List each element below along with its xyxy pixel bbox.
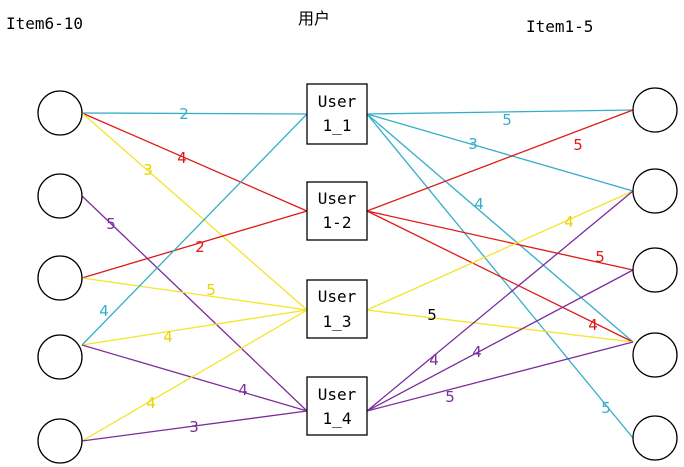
left-item-node [37,255,83,301]
edge-l3-u2 [81,210,308,279]
user-box-3: User 1_3 [306,279,368,339]
edge-l5-u4 [81,410,308,442]
user-label-line1: User [318,92,357,111]
edge-weight-label: 5 [445,388,455,406]
edge-weight-label: 5 [573,136,583,154]
edge-u3-r4 [366,309,634,343]
edges-layer [81,109,634,442]
edge-weight-label: 4 [429,351,439,369]
edge-l4-u1 [81,113,308,346]
edge-u4-r3 [366,269,634,412]
header-left: Item6-10 [6,14,83,33]
edge-weight-label: 4 [177,149,187,167]
edge-u3-r2 [366,190,634,311]
edge-l5-u3 [81,309,308,442]
edge-l1-u2 [81,112,308,212]
user-label-line1: User [318,385,357,404]
edge-u2-r1 [366,109,634,212]
edge-u4-r4 [366,341,634,412]
weights-layer: 2 4 3 5 2 5 4 4 4 4 3 5 3 4 5 5 5 4 4 5 4 4 5 [99,105,611,436]
user-label-line2: 1_3 [323,312,352,331]
edge-u1-r1 [366,109,634,115]
right-item-node [632,415,678,461]
user-box-4: User 1_4 [306,376,368,436]
user-label-line2: 1_4 [323,409,352,428]
user-label-line2: 1-2 [323,213,352,232]
edge-weight-label: 5 [106,215,116,233]
left-item-node [37,90,83,136]
edge-l3-u3 [81,277,308,311]
user-label-line1: User [318,189,357,208]
edge-weight-label: 3 [143,161,153,179]
edge-weight-label: 3 [189,418,199,436]
user-box [306,279,368,339]
user-box-1: User 1_1 [306,83,368,145]
edge-weight-label: 5 [206,281,216,299]
edge-u4-r2 [366,190,634,412]
left-items [37,90,83,464]
user-box-2: User 1-2 [306,181,368,241]
user-box [306,83,368,145]
edge-u2-r4 [366,210,634,343]
user-box [306,376,368,436]
edge-weight-label: 4 [163,328,173,346]
edge-l1-u3 [81,112,308,311]
edge-weight-label: 5 [502,111,512,129]
edge-weight-label: 2 [179,105,189,123]
edge-l1-u1 [81,112,308,115]
edge-l4-u3 [81,309,308,346]
right-item-node [632,332,678,378]
edge-weight-label: 4 [474,195,484,213]
edge-weight-label: 5 [595,248,605,266]
header-right: Item1-5 [526,17,593,36]
edge-weight-label: 4 [99,302,109,320]
edge-weight-label: 5 [427,306,437,324]
edge-u1-r2 [366,113,634,192]
edge-weight-label: 4 [564,213,574,231]
right-item-node [632,247,678,293]
right-item-node [632,87,678,133]
user-label-line1: User [318,287,357,306]
user-label-line2: 1_1 [323,116,352,135]
right-item-node [632,168,678,214]
edge-weight-label: 4 [588,316,598,334]
edge-l4-u4 [81,344,308,412]
edge-weight-label: 4 [472,343,482,361]
edge-u2-r3 [366,210,634,271]
left-item-node [37,173,83,219]
edge-weight-label: 4 [238,381,248,399]
edge-weight-label: 3 [468,135,478,153]
right-items [632,87,678,461]
edge-weight-label: 5 [601,399,611,417]
left-item-node [37,418,83,464]
left-item-node [37,334,83,380]
edge-u1-r4 [366,113,634,343]
edge-weight-label: 4 [146,394,156,412]
edge-weight-label: 2 [195,238,205,256]
edge-l2-u4 [81,195,308,412]
user-box [306,181,368,241]
header-center: 用户 [298,9,330,28]
